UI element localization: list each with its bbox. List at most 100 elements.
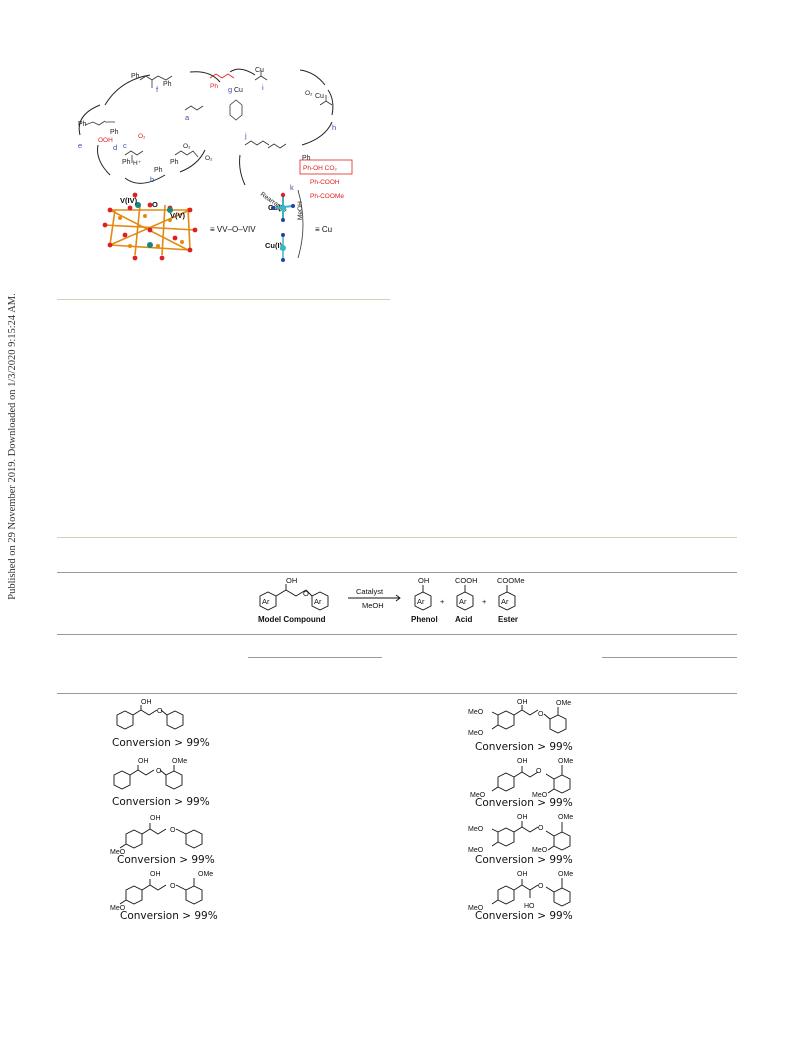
left3-oh: OH	[150, 815, 161, 822]
svg-text:Cu: Cu	[315, 93, 324, 100]
rxn-name-acid: Acid	[455, 615, 472, 624]
left4-o: O	[170, 883, 176, 890]
cluster-v5: V(V)	[170, 211, 186, 220]
rxn-catalyst: Catalyst	[356, 587, 384, 596]
svg-text:Ph: Ph	[131, 73, 140, 80]
label-h: h	[332, 123, 336, 132]
conversion-right-2: Conversion > 99%	[475, 797, 573, 809]
right3-meo-2: MeO	[468, 847, 484, 854]
conversion-left-4: Conversion > 99%	[120, 910, 218, 922]
label-g: g	[228, 85, 232, 94]
table-top-rule	[57, 572, 737, 573]
rxn-name-model: Model Compound	[258, 615, 326, 624]
cu-equivalence: ≡ Cu	[315, 225, 332, 234]
left2-oh: OH	[138, 758, 149, 765]
product-g-label: Ph	[210, 83, 218, 90]
rxn-ar-2: Ar	[314, 597, 322, 606]
vov-equivalence: ≡ VV–O–VIV	[210, 225, 256, 234]
rxn-oh-1: OH	[286, 576, 297, 585]
column-group-rule-right	[602, 657, 737, 658]
conversion-left-2: Conversion > 99%	[112, 796, 210, 808]
vanadium-cluster	[102, 192, 198, 261]
copper-species	[271, 189, 304, 262]
right4-oh: OH	[517, 871, 528, 878]
rxn-name-phenol: Phenol	[411, 615, 438, 624]
download-note-text: Published on 29 November 2019. Downloade…	[6, 292, 18, 600]
right1-meo-2: MeO	[468, 730, 484, 737]
rxn-plus-2: +	[482, 597, 487, 606]
right2-meo-2: MeO	[532, 792, 548, 799]
table-header-rule	[57, 634, 737, 635]
right1-o: O	[538, 711, 544, 718]
reagent-o2-radical: O₂	[138, 133, 146, 140]
svg-text:Ph: Ph	[163, 81, 172, 88]
label-b: b	[150, 175, 154, 184]
right4-o: O	[538, 883, 544, 890]
right1-meo-1: MeO	[468, 709, 484, 716]
product-g-structure	[209, 73, 235, 79]
left4-oh: OH	[150, 871, 161, 878]
rxn-oh-2: OH	[418, 576, 429, 585]
cu-label-1: Cu(I)	[265, 241, 283, 250]
rxn-ar-3: Ar	[417, 597, 425, 606]
reagent-hplus: H⁺	[133, 160, 142, 167]
right2-meo-1: MeO	[470, 792, 486, 799]
rxn-ar-5: Ar	[501, 597, 509, 606]
right4-ho: HO	[524, 903, 535, 910]
right2-oh: OH	[517, 758, 528, 765]
substrate-right-3: OH O OMe MeO MeO MeO	[468, 814, 573, 854]
svg-text:Ph: Ph	[302, 155, 311, 162]
svg-text:Ph: Ph	[154, 167, 163, 174]
substrate-right-4: OH O OMe MeO HO	[468, 871, 573, 912]
right2-ome: OMe	[558, 758, 573, 765]
substrate-left-1: OH O	[116, 699, 184, 730]
left4-meo: MeO	[110, 905, 126, 912]
right4-meo: MeO	[468, 905, 484, 912]
cycle-structures	[84, 70, 333, 163]
right1-oh: OH	[517, 699, 528, 706]
rxn-ar-1: Ar	[262, 597, 270, 606]
reagent-o2-3: O₂	[305, 90, 313, 97]
label-e: e	[78, 141, 82, 150]
right2-o: O	[536, 768, 542, 775]
rxn-plus-1: +	[440, 597, 445, 606]
right3-ome: OMe	[558, 814, 573, 821]
cu-product-0: Ph-OH CO₂	[303, 165, 337, 172]
conversion-left-1: Conversion > 99%	[112, 737, 210, 749]
svg-text:Cu: Cu	[234, 87, 243, 94]
conversion-right-1: Conversion > 99%	[475, 741, 573, 753]
reagent-o2-1: O₂	[183, 143, 191, 150]
rxn-solvent: MeOH	[362, 601, 384, 610]
mechanism-scheme: Ph Ph Ph Ph Ph Ph Ph Ph Cu Cu Cu f a b c…	[78, 67, 353, 262]
rxn-name-ester: Ester	[498, 615, 518, 624]
figure-rule	[57, 299, 390, 300]
cu-product-1: Ph-COOH	[310, 179, 340, 186]
conversion-right-3: Conversion > 99%	[475, 854, 573, 866]
right1-ome: OMe	[556, 700, 571, 707]
right3-oh: OH	[517, 814, 528, 821]
substrate-left-4: OH O OMe MeO	[110, 871, 213, 912]
left1-oh: OH	[141, 699, 152, 706]
right3-o: O	[538, 825, 544, 832]
svg-text:Ph: Ph	[110, 129, 119, 136]
substrate-left-3: OH O MeO	[110, 815, 203, 856]
reagent-o2-2: O₂	[205, 155, 213, 162]
cycle-arrows	[78, 68, 334, 186]
rxn-cooh: COOH	[455, 576, 478, 585]
rxn-coome: COOMe	[497, 576, 525, 585]
right3-meo-3: MeO	[532, 847, 548, 854]
left1-o: O	[157, 708, 163, 715]
substrate-right-1: OH O OMe MeO MeO	[468, 699, 571, 737]
label-j: j	[244, 131, 247, 140]
conversion-left-3: Conversion > 99%	[117, 854, 215, 866]
label-i: i	[262, 83, 264, 92]
cluster-v4: V(IV)	[120, 196, 138, 205]
reagent-ooh: OOH	[98, 137, 113, 144]
conversion-right-4: Conversion > 99%	[475, 910, 573, 922]
svg-text:Ph: Ph	[170, 159, 179, 166]
left2-o: O	[156, 768, 162, 775]
table-caption-rule	[57, 537, 737, 538]
cu-product-2: Ph-COOMe	[310, 193, 344, 200]
label-k: k	[290, 183, 294, 192]
svg-text:Cu: Cu	[255, 67, 264, 74]
